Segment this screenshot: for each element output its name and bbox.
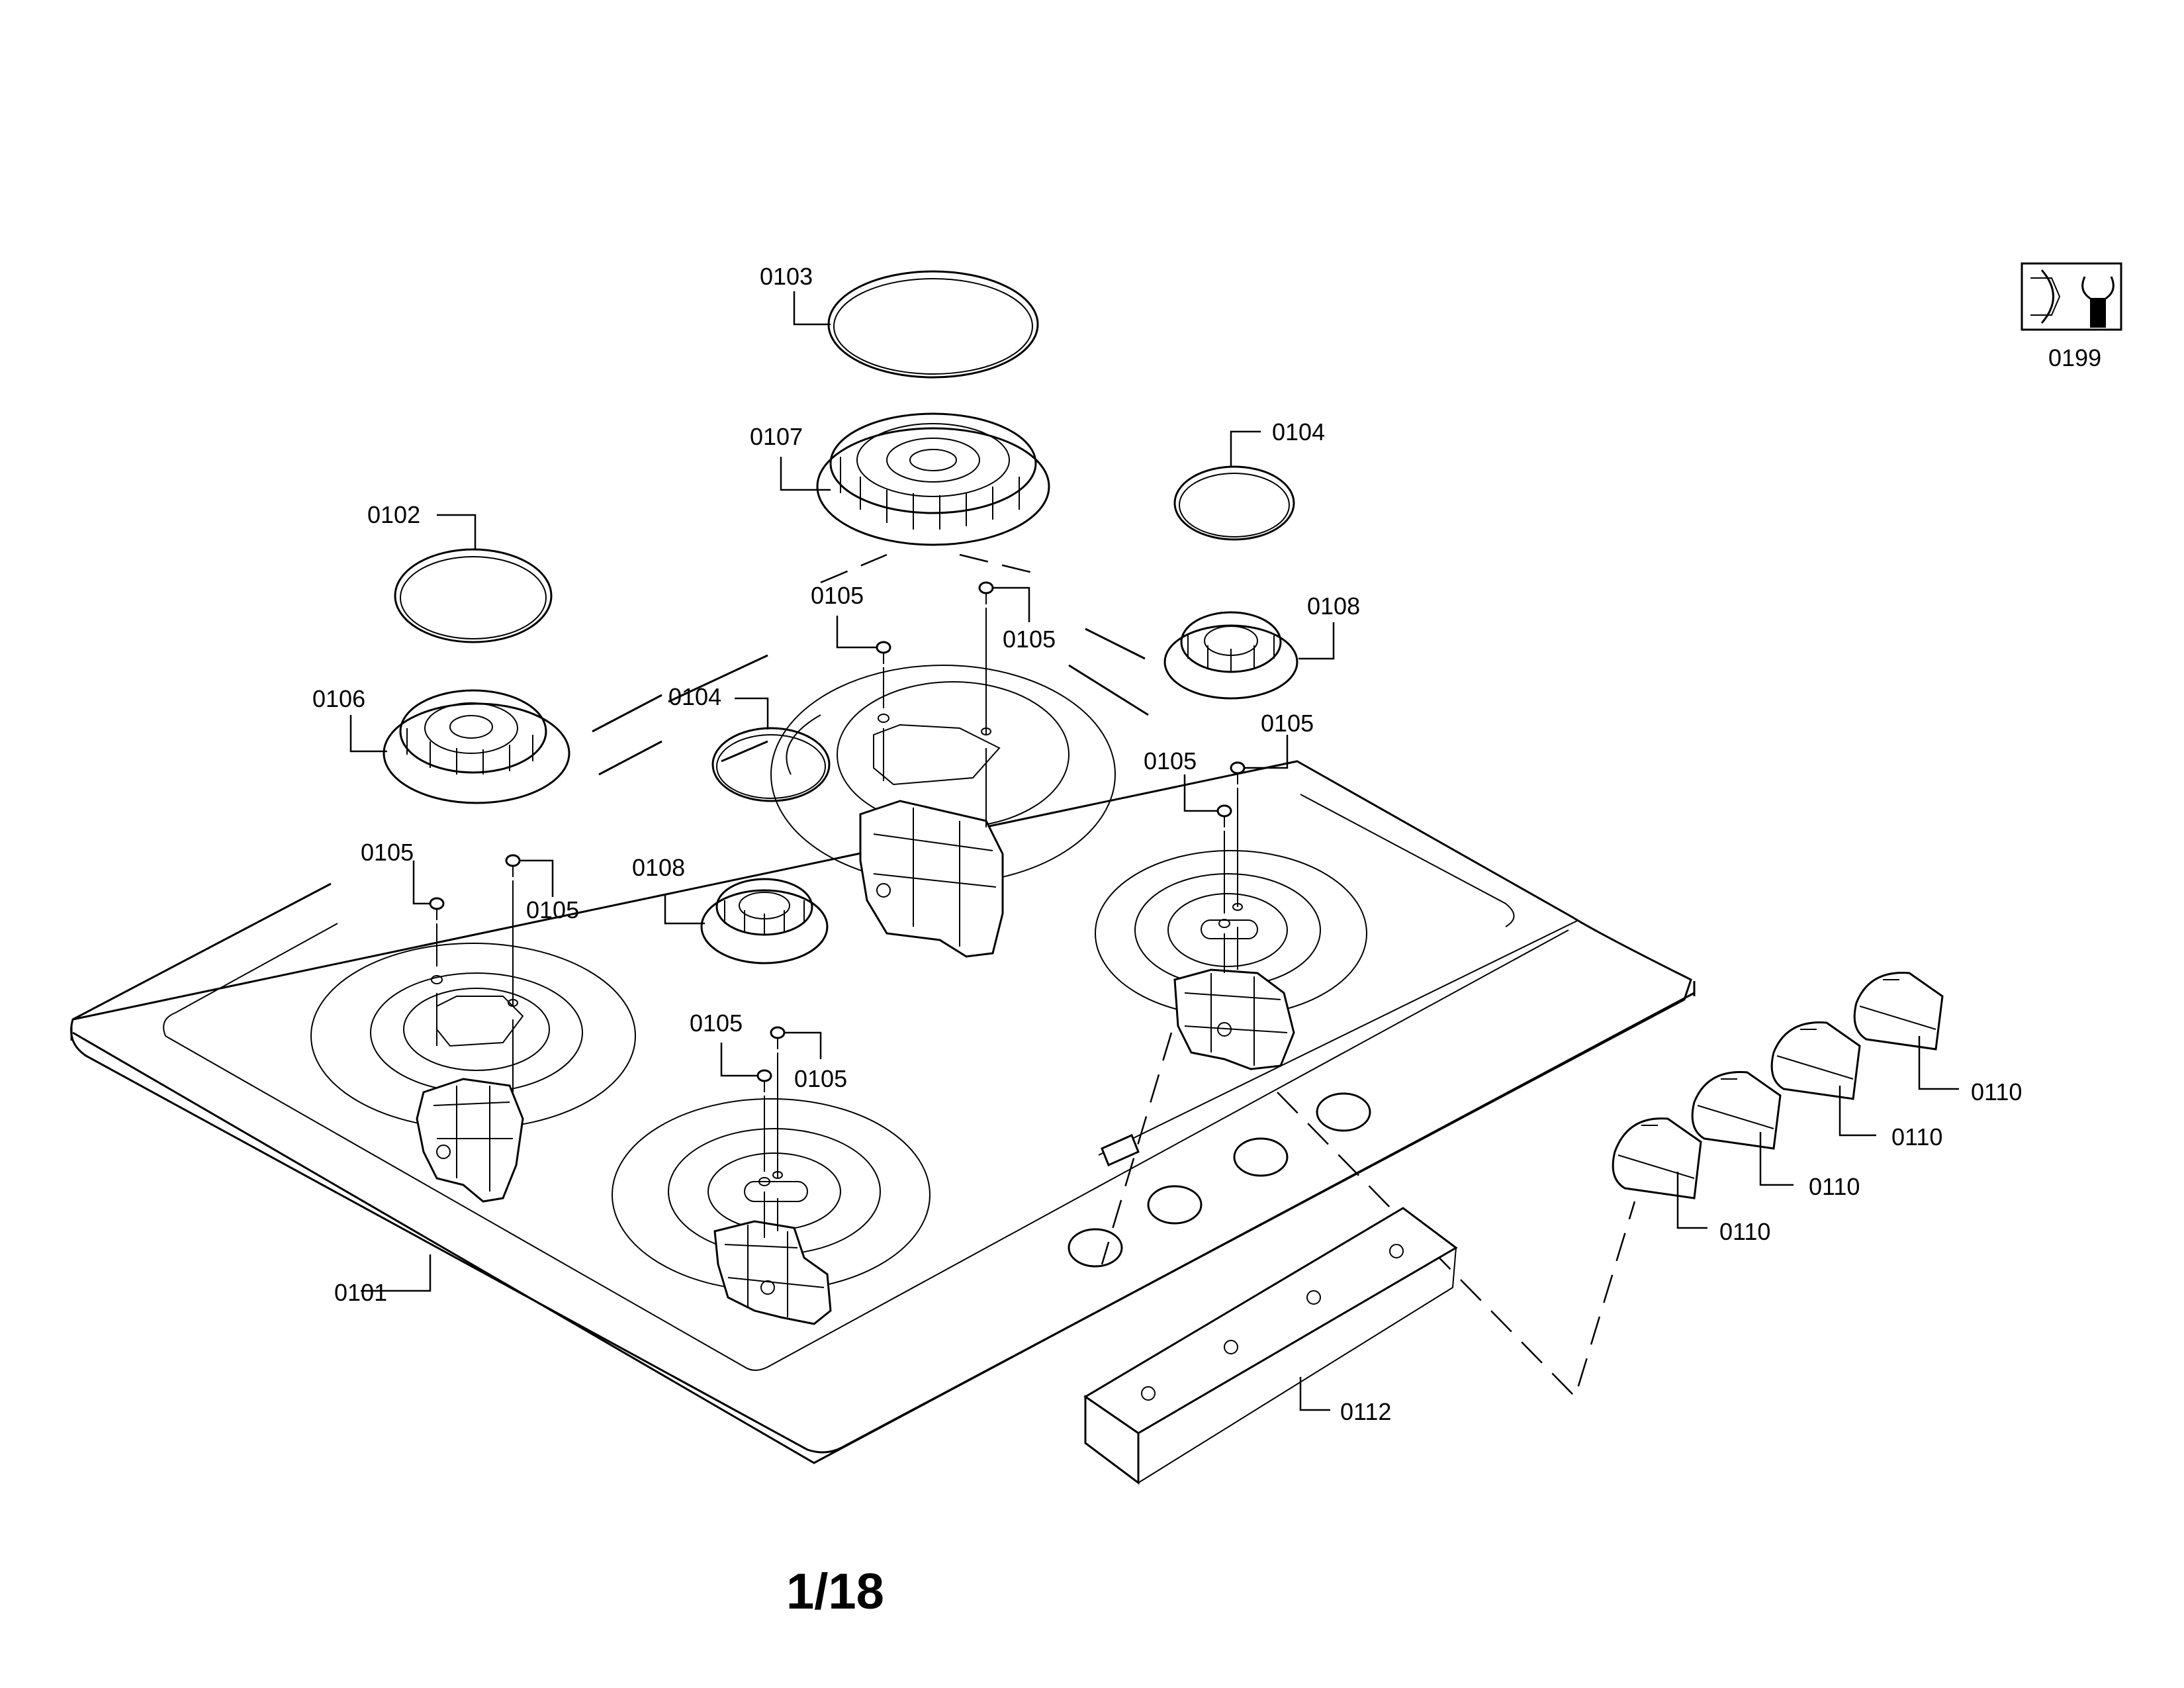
valve-assembly-rear-right [1173, 968, 1295, 1070]
screw-icons [429, 581, 1246, 1092]
label-0108-center: 0108 [632, 854, 685, 881]
label-0110-3: 0110 [1891, 1123, 1942, 1150]
label-0102: 0102 [367, 501, 420, 528]
knob-icon [1691, 1071, 1782, 1150]
valve-assembly-front-center [713, 1220, 832, 1325]
leader-lines [349, 291, 1959, 1411]
label-0105-rear-center-right: 0105 [1003, 626, 1056, 653]
label-0104-rear: 0104 [1272, 418, 1325, 445]
screw-icon [1216, 804, 1232, 827]
burner-base-left [383, 689, 570, 804]
valve-assembly-front-left [416, 1078, 524, 1203]
valve-assembly-rear-center [859, 800, 1004, 958]
label-0105-left-upper: 0105 [361, 839, 414, 866]
label-0110-2: 0110 [1809, 1173, 1860, 1200]
label-0112: 0112 [1340, 1398, 1391, 1425]
screw-icon [429, 897, 445, 920]
label-0106: 0106 [312, 685, 365, 712]
label-0105-rear-right-upper: 0105 [1261, 710, 1314, 737]
burner-base-large [816, 412, 1050, 546]
screw-icon [505, 854, 521, 877]
knob-icon [1770, 1021, 1861, 1100]
burner-cap-rear-right [1173, 465, 1295, 541]
label-0105-front-left: 0105 [690, 1009, 743, 1037]
burner-cap-large [827, 270, 1039, 379]
label-0105-left-right: 0105 [526, 896, 579, 923]
screw-icon [978, 581, 994, 604]
burner-base-small-center [700, 878, 829, 964]
burner-cap-left [394, 548, 553, 643]
part-labels: 0103 0107 0104 0102 0108 0105 0105 0106 … [312, 263, 2101, 1620]
label-0101: 0101 [334, 1279, 387, 1306]
screw-icon [770, 1026, 786, 1049]
label-0105-rear-center-left: 0105 [811, 582, 864, 609]
label-0105-rear-right-lower: 0105 [1144, 747, 1197, 774]
wrench-icon [2021, 262, 2122, 331]
knob-icons [1612, 972, 1944, 1199]
burner-base-rear-right [1163, 611, 1298, 700]
knob-icon [1853, 972, 1944, 1051]
alignment-lines [431, 553, 1243, 1238]
label-0104-center: 0104 [668, 683, 721, 710]
label-0199: 0199 [2048, 344, 2101, 371]
label-0110-4: 0110 [1971, 1078, 2022, 1105]
label-0110-1: 0110 [1719, 1218, 1770, 1245]
screw-icon [876, 641, 891, 664]
burner-cap-small-center [711, 727, 831, 802]
label-0107: 0107 [750, 423, 803, 450]
screw-icon [756, 1069, 772, 1092]
label-0103: 0103 [760, 263, 813, 290]
control-panel-strip [1083, 1207, 1458, 1485]
label-0105-front-right: 0105 [794, 1065, 847, 1092]
cooktop-body [70, 628, 1696, 1464]
knob-icon [1612, 1117, 1702, 1199]
label-0108-rear: 0108 [1307, 592, 1360, 620]
page-number: 1/18 [786, 1564, 884, 1620]
